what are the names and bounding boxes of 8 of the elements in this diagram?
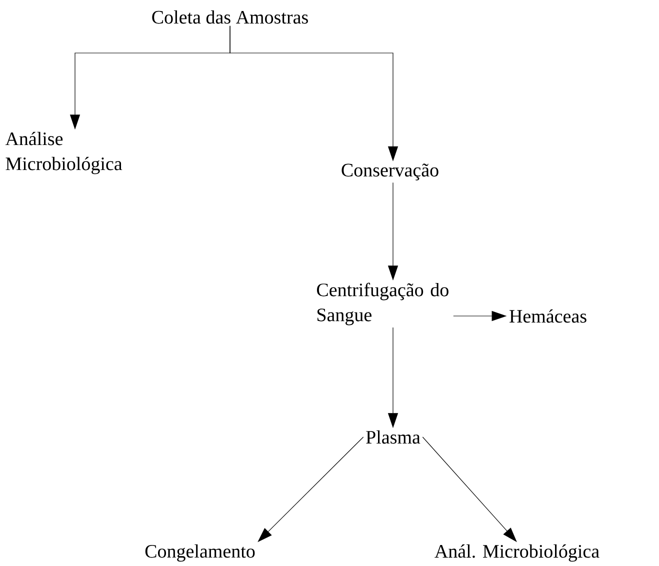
step-text: Anál. Microbiológica <box>434 544 600 562</box>
step-text: Hemáceas <box>510 309 586 323</box>
step-text: Plasma <box>366 430 420 444</box>
step-text: Conservação <box>342 164 438 180</box>
step-text: Centrifugação do Sangue <box>317 282 448 326</box>
step-text: Coleta das Amostras <box>152 10 308 24</box>
step-text: Análise Microbiológica <box>5 132 122 174</box>
step-text: Congelamento <box>145 544 255 562</box>
